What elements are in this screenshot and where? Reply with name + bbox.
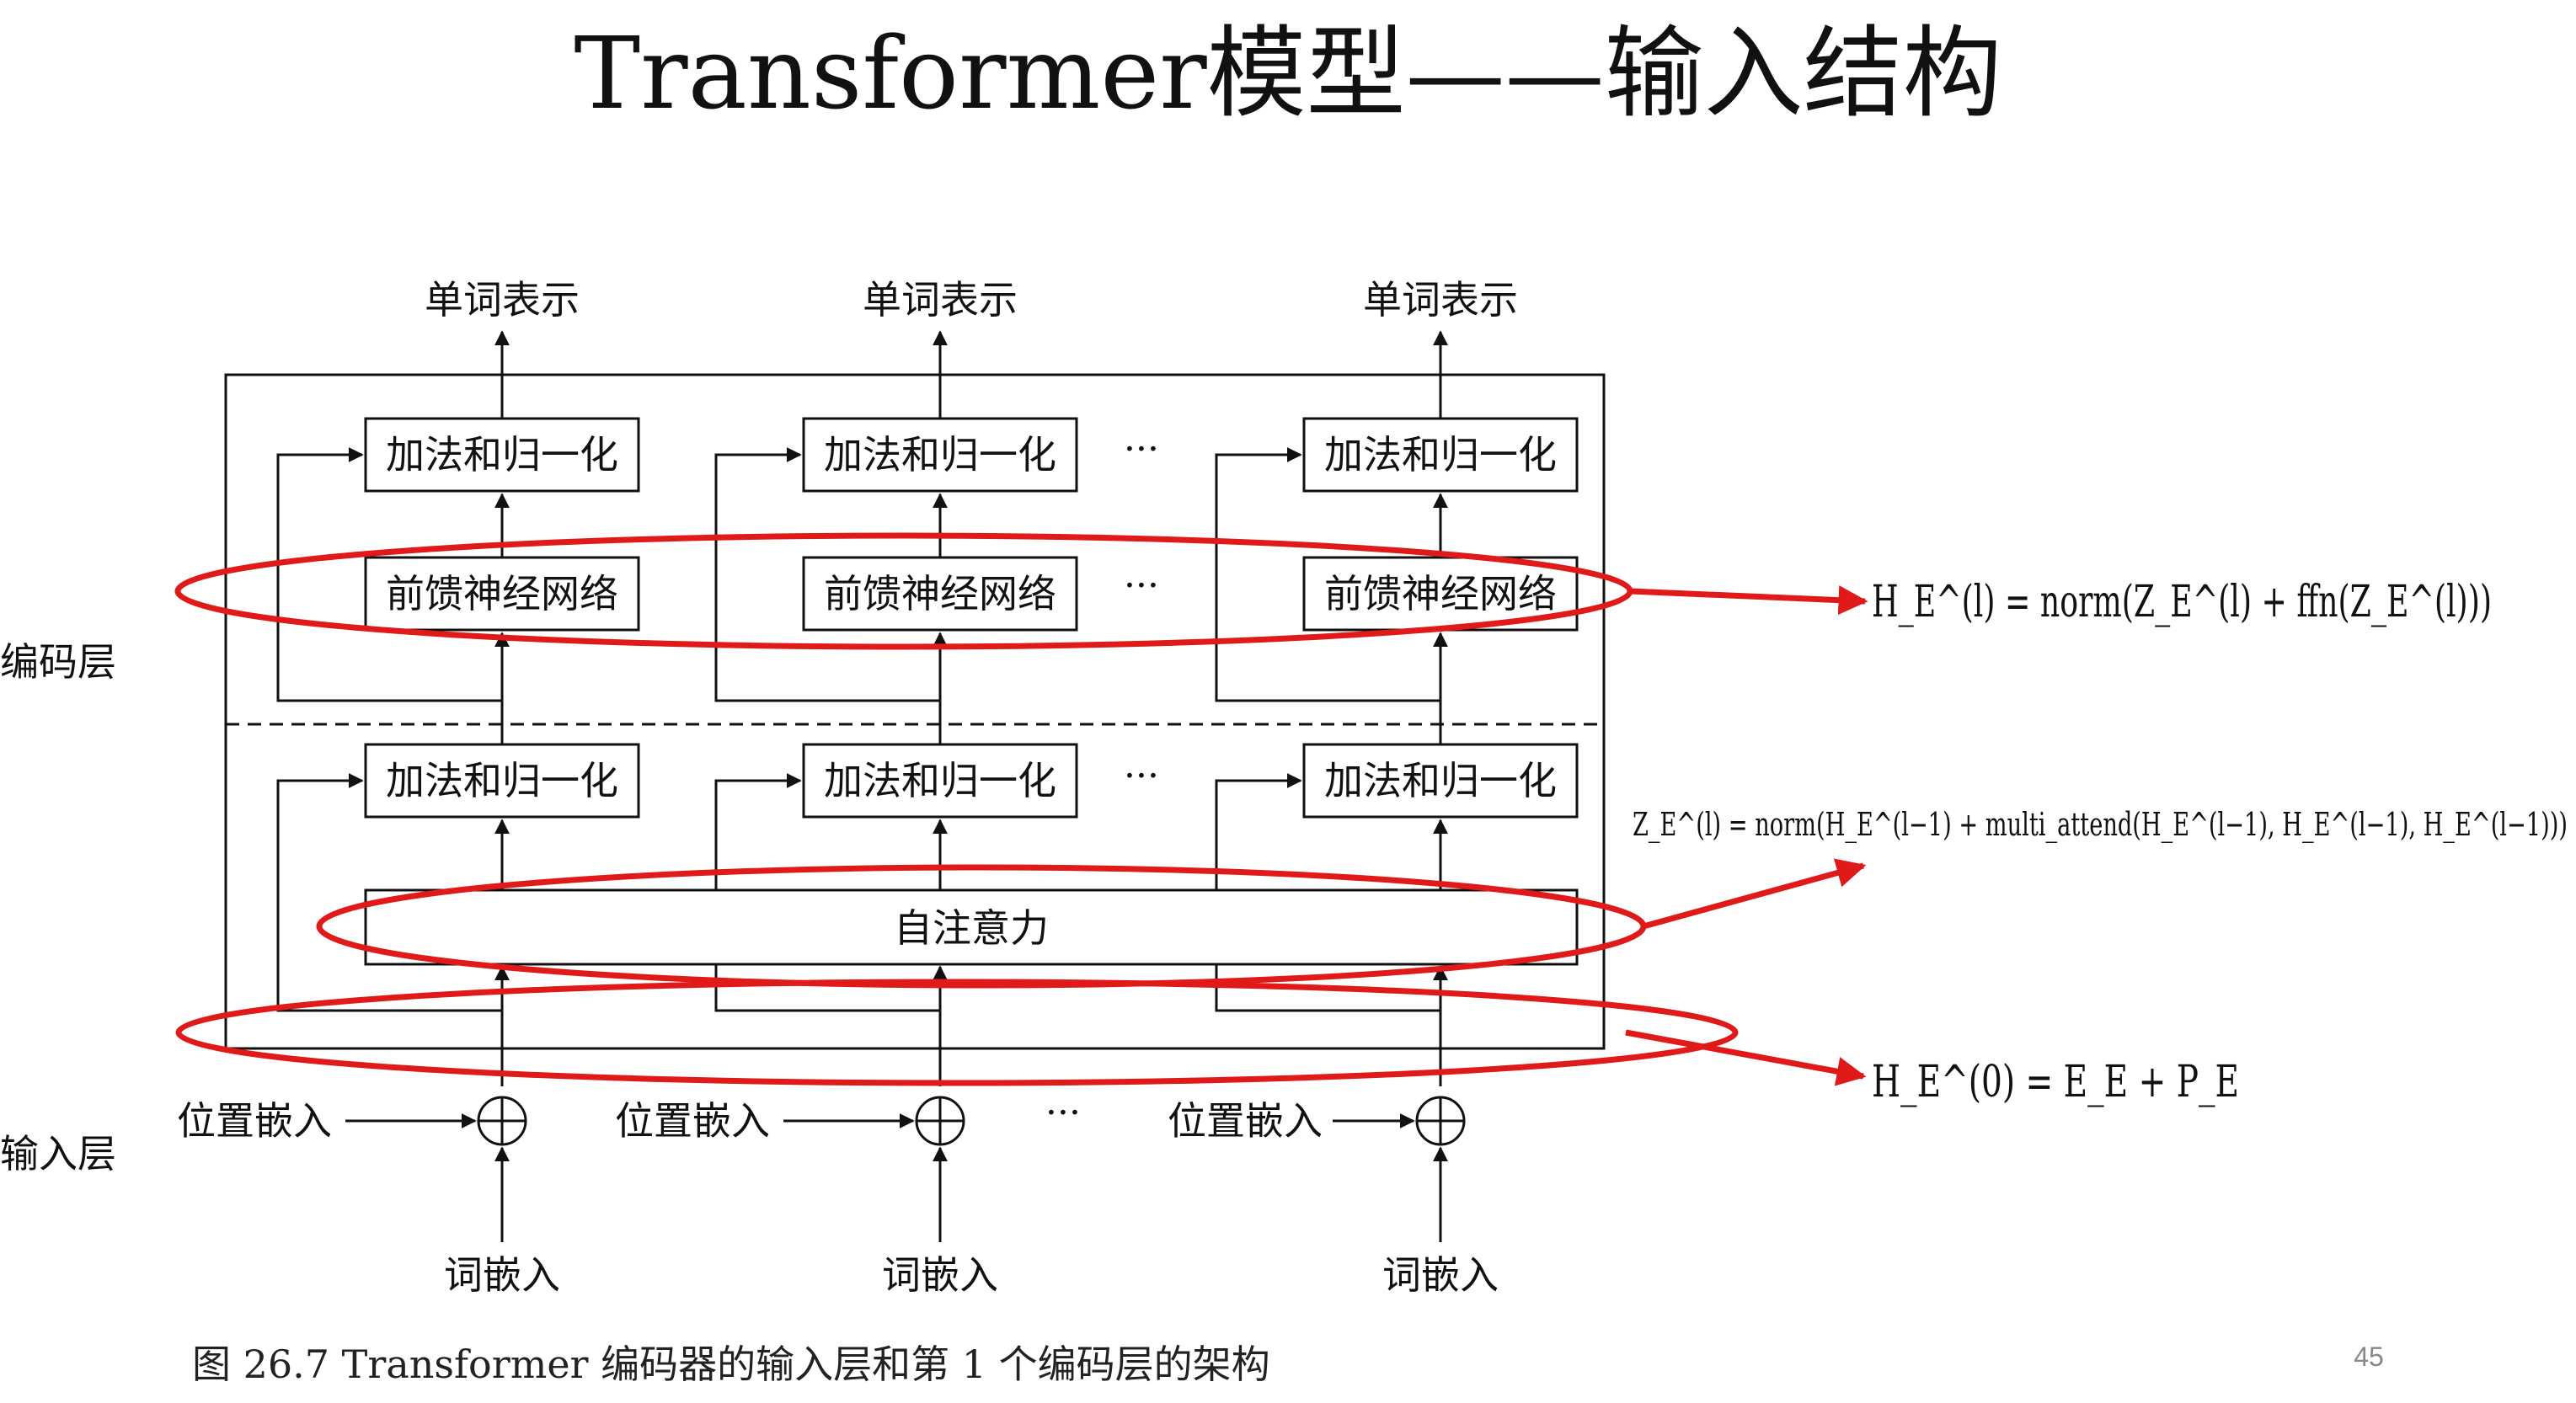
ffn-label: 前馈神经网络 (1324, 571, 1557, 616)
ffn-label: 前馈神经网络 (824, 571, 1056, 616)
add-norm-label: 加法和归一化 (386, 758, 618, 803)
ffn-box (802, 556, 1078, 632)
ellipsis: ··· (1045, 1091, 1081, 1134)
word-representation-label: 单词表示 (863, 277, 1018, 323)
add-norm-box (1302, 417, 1579, 493)
position-embedding-label: 位置嵌入 (177, 1098, 332, 1144)
word-embedding-label: 词嵌入 (882, 1252, 998, 1298)
figure-caption: 图 26.7 Transformer 编码器的输入层和第 1 个编码层的架构 (192, 1342, 1270, 1387)
ellipsis: ··· (1124, 428, 1159, 471)
input-highlight (175, 979, 1739, 1086)
add-norm-box (802, 743, 1078, 819)
page-title: Transformer模型——输入结构 (574, 15, 2001, 131)
add-norm-box (364, 417, 640, 493)
column-3: 单词表示 加法和归一化 前馈神经网络 加法和归一化 位置嵌入 词嵌入 (1168, 277, 1579, 1298)
add-norm-box (364, 743, 640, 819)
ffn-pointer-arrow (1629, 585, 1868, 616)
ellipsis: ··· (1124, 564, 1159, 607)
add-norm-label: 加法和归一化 (824, 432, 1056, 477)
position-embedding-label: 位置嵌入 (1168, 1098, 1323, 1144)
encoder-frame (224, 373, 1606, 1050)
ffn-box (364, 556, 640, 632)
add-norm-label: 加法和归一化 (386, 432, 618, 477)
input-pointer-arrow (1625, 1029, 1867, 1086)
ffn-label: 前馈神经网络 (386, 571, 618, 616)
input-layer-label: 输入层 (0, 1131, 116, 1176)
word-embedding-label: 词嵌入 (1382, 1252, 1499, 1298)
word-representation-label: 单词表示 (1363, 277, 1518, 323)
word-embedding-label: 词嵌入 (444, 1252, 560, 1298)
add-norm-label: 加法和归一化 (824, 758, 1056, 803)
page-number: 45 (2354, 1342, 2384, 1372)
add-norm-box (802, 417, 1078, 493)
ellipsis: ··· (1124, 755, 1159, 798)
position-embedding-label: 位置嵌入 (615, 1098, 770, 1144)
column-1: 单词表示 加法和归一化 前馈神经网络 加法和归一化 位置嵌入 词嵌入 (177, 277, 640, 1298)
add-norm-label: 加法和归一化 (1324, 758, 1557, 803)
add-norm-label: 加法和归一化 (1324, 432, 1557, 477)
ffn-formula: H_E^(l) = norm(Z_E^(l) + ffn(Z_E^(l))) (1872, 577, 2492, 627)
word-representation-label: 单词表示 (425, 277, 580, 323)
self-attention-box (364, 888, 1579, 966)
self-attention-label: 自注意力 (894, 905, 1049, 951)
add-norm-box (1302, 743, 1579, 819)
encoder-layer-label: 编码层 (0, 639, 116, 685)
column-2: 单词表示 加法和归一化 前馈神经网络 加法和归一化 位置嵌入 词嵌入 (615, 277, 1078, 1298)
attention-formula: Z_E^(l) = norm(H_E^(l−1) + multi_attend(… (1633, 806, 2568, 844)
attention-pointer-arrow (1643, 858, 1867, 930)
input-formula: H_E^(0) = E_E + P_E (1872, 1057, 2239, 1107)
